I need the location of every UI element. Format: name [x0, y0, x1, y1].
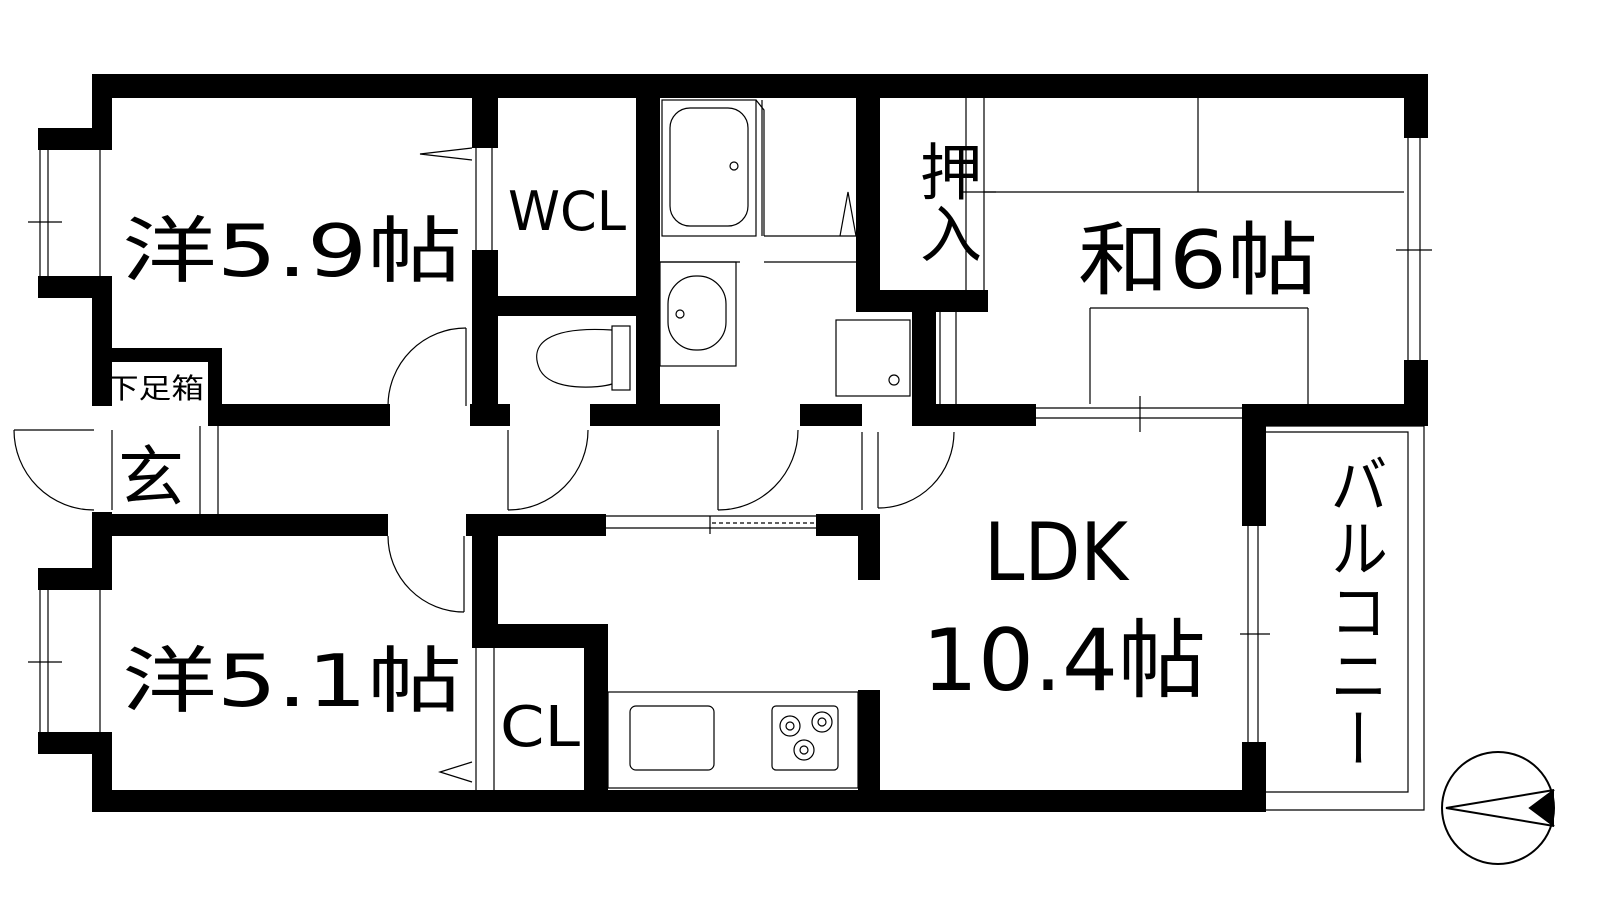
interior-walls [92, 98, 1428, 812]
balcony-label: バルコニー [1320, 452, 1388, 770]
tatami-lines [962, 98, 1404, 404]
entrance-label: 玄 [118, 439, 184, 516]
oshiire-closet-label: 押入 [909, 140, 982, 264]
washing-machine-space [835, 319, 911, 397]
toilet [536, 325, 631, 391]
shoe-box-label: 下足箱 [106, 372, 204, 405]
outer-walls [38, 74, 1428, 812]
walk-in-closet-label: WCL [508, 180, 626, 243]
washbasin [659, 261, 737, 367]
windows [28, 138, 1432, 742]
western-room-1-label: 洋5.9帖 [122, 209, 462, 293]
bathtub [660, 99, 857, 263]
ldk-label: LDK [984, 506, 1130, 599]
doors [13, 98, 985, 790]
kitchen-counter [607, 691, 859, 789]
north-arrow-icon [1441, 751, 1555, 865]
balcony-outline [1262, 425, 1425, 811]
closet-label: CL [500, 695, 580, 760]
japanese-room-label: 和6帖 [1078, 214, 1318, 307]
western-room-2-label: 洋5.1帖 [122, 639, 462, 723]
ldk-size-label: 10.4帖 [922, 611, 1206, 711]
